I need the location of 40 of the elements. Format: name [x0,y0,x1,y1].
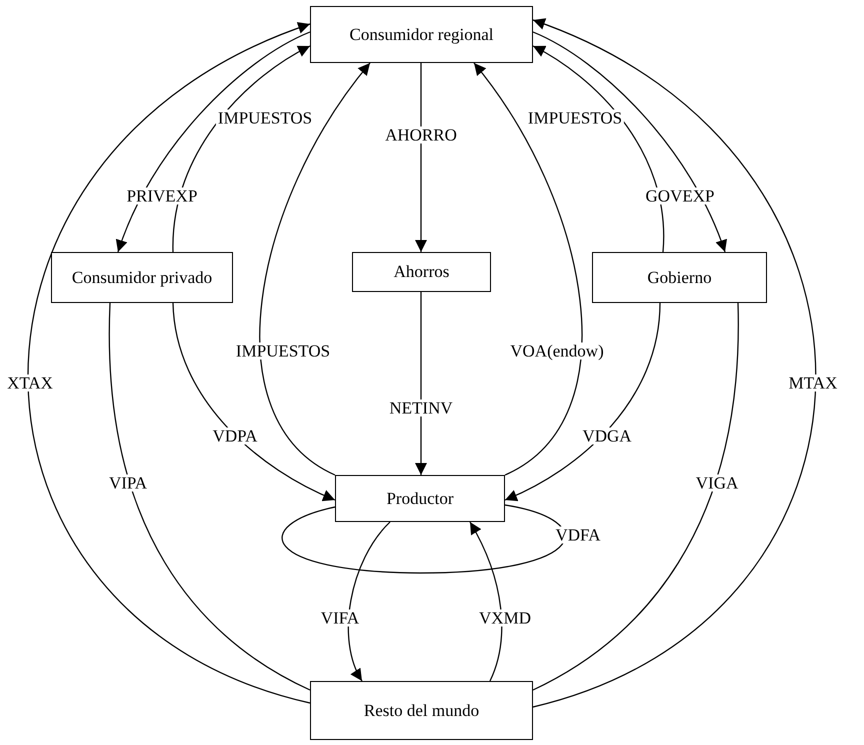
arrow [415,63,427,252]
node-label: Productor [386,488,454,510]
edge-label: GOVEXP [644,188,716,204]
edge-label: NETINV [387,400,455,416]
edge-label: IMPUESTOS [526,110,624,126]
arrow [28,23,310,704]
process-box [310,681,533,740]
arrow [469,522,502,682]
edge-label: VIFA [318,610,362,626]
edge-label: VIPA [106,474,150,492]
arrow [532,31,726,252]
edge-label: VIGA [694,474,740,492]
arrow [116,31,310,252]
node-label: Ahorros [394,261,450,283]
process-box [352,252,491,292]
edge-label: XTAX [5,374,55,392]
edge-label: PRIVEXP [124,188,200,204]
node-label: Consumidor regional [349,24,494,46]
arrow [532,19,816,708]
process-box [310,6,533,63]
edge-label: VDGA [580,428,634,444]
process-box [592,252,767,303]
arrow [504,302,661,501]
process-box [51,252,233,303]
node-label: Gobierno [647,266,712,288]
node-label: Consumidor privado [72,266,212,288]
arrow [348,522,390,682]
node-label: Resto del mundo [364,700,480,722]
arrow [532,45,664,252]
edge-label: VDFA [553,526,603,544]
arrow [172,302,336,501]
arrow [415,292,427,475]
edge-label: AHORRO [383,126,459,144]
edge-label: VOA(endow) [508,342,606,360]
arrow [474,62,583,476]
process-box [335,475,505,522]
edge-label: VXMD [477,610,533,626]
edge-label: MTAX [786,374,840,392]
edge-label: VDPA [210,428,260,444]
arrow [259,62,370,476]
